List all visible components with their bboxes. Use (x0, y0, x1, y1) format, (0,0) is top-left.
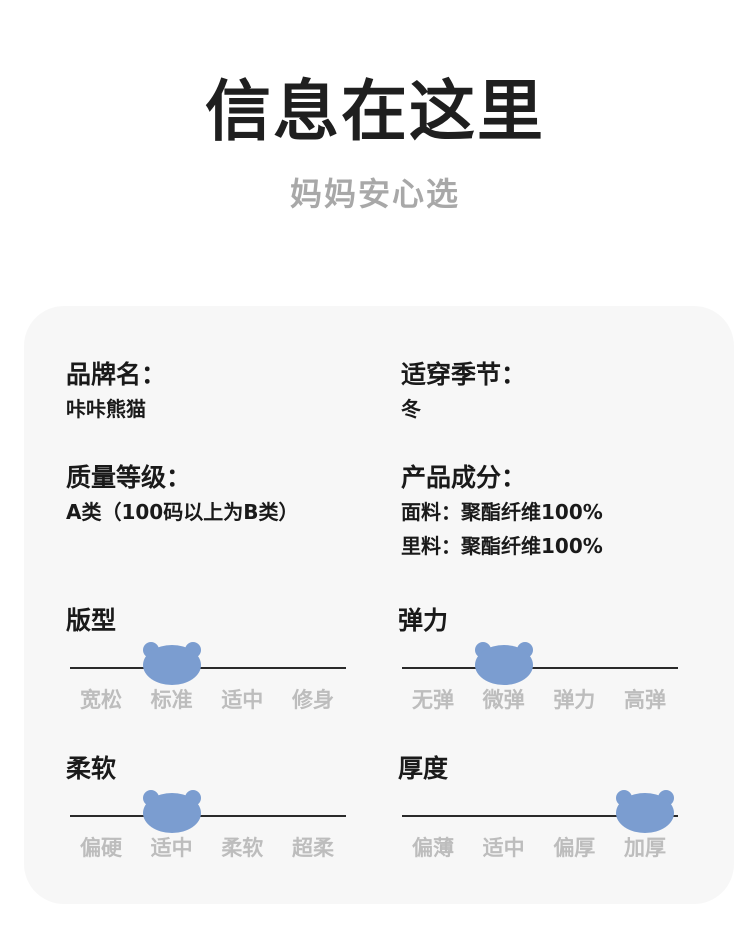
scale-option: 适中 (150, 836, 193, 860)
scale-elasticity: 弹力 无弹 微弹 弹力 高弹 (398, 604, 680, 714)
bear-marker-icon (143, 642, 201, 685)
grade-label: 质量等级： (66, 463, 192, 492)
scale-option: 柔软 (221, 836, 264, 860)
scale-option: 超柔 (291, 836, 334, 860)
scale-softness: 柔软 偏硬 适中 柔软 超柔 (66, 752, 348, 862)
scale-option: 修身 (291, 688, 334, 712)
scale-track (70, 667, 346, 669)
scale-option: 偏硬 (80, 836, 122, 860)
scale-option: 适中 (221, 688, 264, 712)
scale-option: 高弹 (623, 688, 666, 712)
bear-marker-icon (475, 642, 533, 685)
scale-options: 宽松 标准 适中 修身 (66, 685, 348, 715)
scale-option: 加厚 (623, 836, 666, 860)
page-title: 信息在这里 (205, 73, 545, 150)
info-card: 品牌名： 咔咔熊猫 适穿季节： 冬 质量等级： A类（100码以上为B类） 产品… (24, 306, 734, 904)
scale-title: 柔软 (66, 754, 117, 783)
composition-shell: 面料：聚酯纤维100% (401, 500, 603, 524)
composition-field: 产品成分： 面料：聚酯纤维100% 里料：聚酯纤维100% (401, 461, 603, 563)
scale-track (70, 815, 346, 817)
brand-label: 品牌名： (66, 360, 167, 389)
scale-track (402, 815, 678, 817)
scale-option: 无弹 (412, 688, 454, 712)
scale-thickness: 厚度 偏薄 适中 偏厚 加厚 (398, 752, 680, 862)
scale-option: 适中 (482, 836, 525, 860)
grade-value: A类（100码以上为B类） (66, 500, 299, 524)
page-subtitle: 妈妈安心选 (289, 175, 460, 213)
composition-label: 产品成分： (401, 463, 527, 492)
season-field: 适穿季节： 冬 (401, 358, 526, 426)
grade-field: 质量等级： A类（100码以上为B类） (66, 461, 298, 529)
scale-fit: 版型 宽松 标准 适中 修身 (66, 604, 348, 714)
scale-title: 厚度 (398, 754, 449, 783)
season-value: 冬 (401, 397, 421, 421)
scale-option: 弹力 (553, 688, 596, 712)
composition-lining: 里料：聚酯纤维100% (401, 534, 603, 558)
brand-value: 咔咔熊猫 (66, 397, 146, 421)
scale-options: 无弹 微弹 弹力 高弹 (398, 685, 680, 715)
scale-title: 弹力 (398, 606, 449, 635)
scale-option: 宽松 (80, 688, 122, 712)
brand-field: 品牌名： 咔咔熊猫 (66, 358, 166, 426)
scale-title: 版型 (66, 606, 117, 635)
bear-marker-icon (143, 790, 201, 833)
bear-marker-icon (616, 790, 674, 833)
scale-track (402, 667, 678, 669)
scale-option: 标准 (150, 688, 193, 712)
scale-options: 偏硬 适中 柔软 超柔 (66, 833, 348, 863)
season-label: 适穿季节： (401, 360, 527, 389)
scale-option: 偏薄 (412, 836, 454, 860)
scale-option: 微弹 (482, 688, 525, 712)
scale-options: 偏薄 适中 偏厚 加厚 (398, 833, 680, 863)
scale-option: 偏厚 (553, 836, 596, 860)
